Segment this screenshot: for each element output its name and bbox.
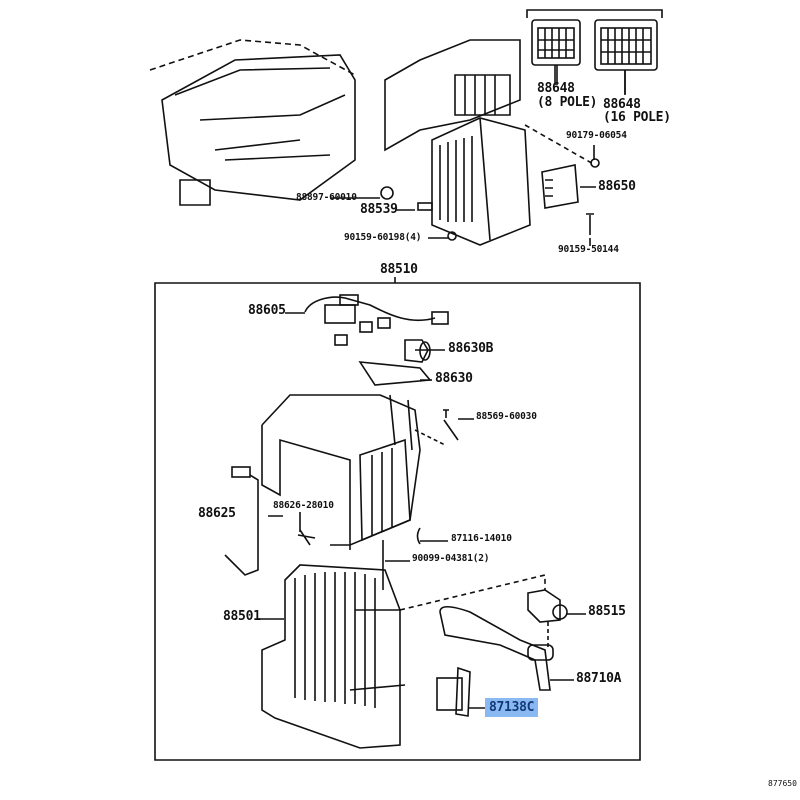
part-88605-label[interactable]: 88605 (248, 303, 286, 318)
part-90159-60198-label[interactable]: 90159-60198(4) (344, 232, 422, 243)
screw-drawing (586, 213, 594, 235)
resistor-88630-drawing (358, 361, 432, 386)
part-88515-label[interactable]: 88515 (588, 604, 626, 619)
nut-drawing (590, 158, 600, 168)
part-88539-label[interactable]: 88539 (360, 202, 398, 217)
grommet-drawing (380, 186, 394, 200)
part-88626-28010-label[interactable]: 88626-28010 (273, 500, 334, 511)
harness-88605-drawing (304, 294, 449, 346)
heater-radiator-drawing (384, 39, 531, 246)
part-88630b-label[interactable]: 88630B (448, 341, 494, 356)
clamp-87116-drawing (416, 527, 421, 545)
sensor-88625-drawing (224, 466, 259, 576)
part-90179-06054-label[interactable]: 90179-06054 (566, 130, 627, 141)
expansion-valve-88515-drawing (527, 589, 568, 647)
part-88630-label[interactable]: 88630 (435, 371, 473, 386)
clip-88626-drawing (297, 529, 316, 546)
part-88648-8-pole-label[interactable]: 88648 (537, 81, 575, 96)
part-87116-14010-label[interactable]: 87116-14010 (451, 533, 512, 544)
switch-88630b-drawing (404, 339, 431, 363)
heater-duct-drawing (149, 39, 356, 206)
tube-88710a-drawing (439, 605, 554, 691)
part-88648-16-pole-note: (16 POLE) (603, 110, 671, 125)
evaporator-88501-drawing (261, 564, 546, 749)
connector-16-pole-drawing (594, 19, 658, 94)
assembly-88510-label[interactable]: 88510 (380, 262, 418, 277)
pin-drawing (417, 202, 433, 211)
part-88625-label[interactable]: 88625 (198, 506, 236, 521)
part-90099-04381-label[interactable]: 90099-04381(2) (412, 553, 490, 564)
figure-number: 877650 (768, 779, 797, 788)
part-87138c-label-highlighted[interactable]: 87138C (485, 698, 539, 717)
part-88569-60030-label[interactable]: 88569-60030 (476, 411, 537, 422)
part-88650-label[interactable]: 88650 (598, 179, 636, 194)
connector-bracket (526, 9, 663, 18)
connector-8-pole-drawing (531, 19, 581, 85)
screw-drawing-2 (447, 231, 457, 241)
clip-88569-drawing (443, 409, 459, 441)
part-88648-16-pole-label[interactable]: 88648 (603, 97, 641, 112)
leader-dashed (524, 124, 596, 166)
blower-case-drawing (261, 394, 421, 550)
part-90159-50144-label[interactable]: 90159-50144 (558, 244, 619, 255)
resistor-87138c-drawing (436, 666, 471, 717)
part-88897-60010-label[interactable]: 88897-60010 (296, 192, 357, 203)
module-88650-drawing (541, 164, 579, 209)
part-88648-8-pole-note: (8 POLE) (537, 95, 598, 110)
part-88501-label[interactable]: 88501 (223, 609, 261, 624)
part-88710a-label[interactable]: 88710A (576, 671, 622, 686)
assembly-frame (154, 282, 641, 761)
